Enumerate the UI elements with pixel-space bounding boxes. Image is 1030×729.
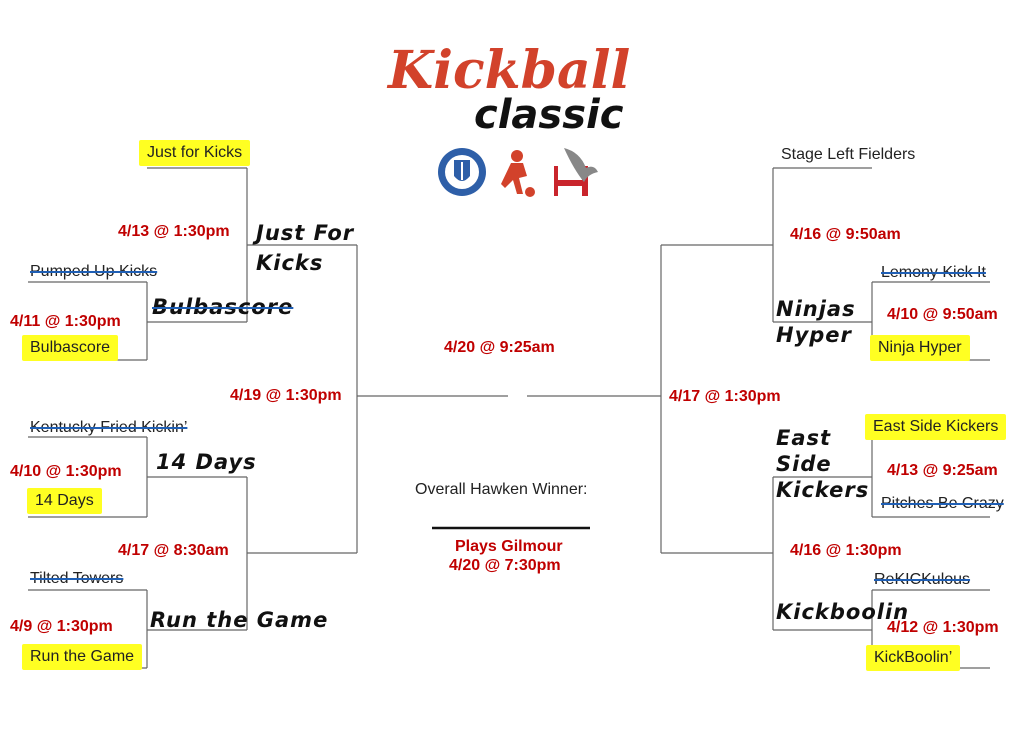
team-label: Just for Kicks	[139, 140, 251, 166]
title-line1: Kickball	[388, 40, 631, 101]
team-label: Tilted Towers	[30, 570, 124, 587]
final-time: 4/20 @ 9:25am	[444, 339, 555, 356]
kicker-icon	[501, 150, 535, 197]
game-time: 4/11 @ 1:30pm	[10, 313, 121, 330]
game-time: 4/10 @ 9:50am	[887, 306, 998, 323]
game-time: 4/13 @ 1:30pm	[118, 223, 230, 240]
handwritten-winner: Bulbascore	[152, 295, 294, 319]
team-label: East Side Kickers	[865, 414, 1007, 440]
team-label: Pitches Be Crazy	[881, 495, 1004, 512]
team-label: Stage Left Fielders	[781, 146, 916, 163]
handwritten-winner: Ninjas Hyper	[776, 297, 856, 347]
team-label: KickBoolin’	[866, 645, 961, 671]
plays-time: 4/20 @ 7:30pm	[449, 557, 561, 574]
semifinal-time: 4/17 @ 1:30pm	[669, 388, 781, 405]
team-label: ReKICKulous	[874, 571, 971, 588]
hawken-logo-icon	[554, 148, 598, 196]
title-line2: classic	[474, 92, 624, 138]
handwritten-winner: Just For Kicks	[256, 221, 355, 275]
handwritten-winner: Kickboolin	[776, 600, 910, 624]
team-label: Kentucky Fried Kickin’	[30, 419, 188, 436]
team-label: Lemony Kick It	[881, 264, 986, 281]
game-time: 4/17 @ 8:30am	[118, 542, 229, 559]
game-time: 4/16 @ 1:30pm	[790, 542, 902, 559]
plays-label: Plays Gilmour	[455, 538, 563, 555]
team-label: 14 Days	[27, 488, 102, 514]
handwritten-winner: Run the Game	[150, 608, 329, 632]
game-time: 4/16 @ 9:50am	[790, 226, 901, 243]
semifinal-time: 4/19 @ 1:30pm	[230, 387, 342, 404]
game-time: 4/10 @ 1:30pm	[10, 463, 122, 480]
team-label: Pumped Up Kicks	[30, 263, 158, 280]
team-label: Run the Game	[22, 644, 143, 670]
game-time: 4/12 @ 1:30pm	[887, 619, 999, 636]
game-time: 4/13 @ 9:25am	[887, 462, 998, 479]
overall-winner-label: Overall Hawken Winner:	[415, 481, 588, 498]
handwritten-winner: 14 Days	[156, 450, 257, 474]
handwritten-winner: East Side Kickers	[776, 426, 870, 502]
game-time: 4/9 @ 1:30pm	[10, 618, 113, 635]
team-label: Bulbascore	[22, 335, 119, 361]
team-label: Ninja Hyper	[870, 335, 970, 361]
school-crest-icon	[438, 148, 486, 196]
